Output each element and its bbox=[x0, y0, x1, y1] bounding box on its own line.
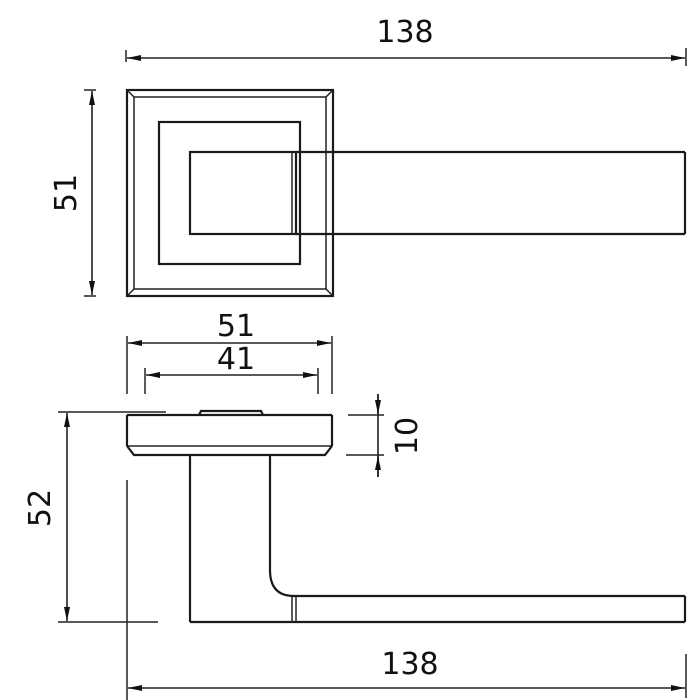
label-projection-52: 52 bbox=[23, 489, 58, 527]
top-view bbox=[84, 48, 687, 298]
label-bottom-138: 138 bbox=[381, 647, 438, 682]
label-rose-thickness-10: 10 bbox=[390, 417, 425, 455]
label-top-138: 138 bbox=[376, 15, 433, 50]
label-inner-width-41: 41 bbox=[217, 342, 255, 377]
rose-square bbox=[125, 88, 335, 298]
dimension-bottom-138 bbox=[128, 654, 687, 698]
label-rose-height-51: 51 bbox=[49, 174, 84, 212]
dimension-top-138 bbox=[125, 48, 687, 66]
handle-profile-side bbox=[188, 455, 687, 624]
dimension-inner-width-41 bbox=[144, 368, 319, 394]
dimension-rose-width-51 bbox=[126, 336, 333, 394]
label-rose-width-51: 51 bbox=[217, 309, 255, 344]
side-view bbox=[58, 336, 687, 700]
dimension-rose-height-51 bbox=[84, 89, 96, 297]
handle-lever-top bbox=[188, 150, 687, 236]
dimension-projection-52 bbox=[58, 413, 158, 623]
rose-profile bbox=[58, 409, 334, 457]
dimension-rose-thickness-10 bbox=[346, 394, 384, 477]
